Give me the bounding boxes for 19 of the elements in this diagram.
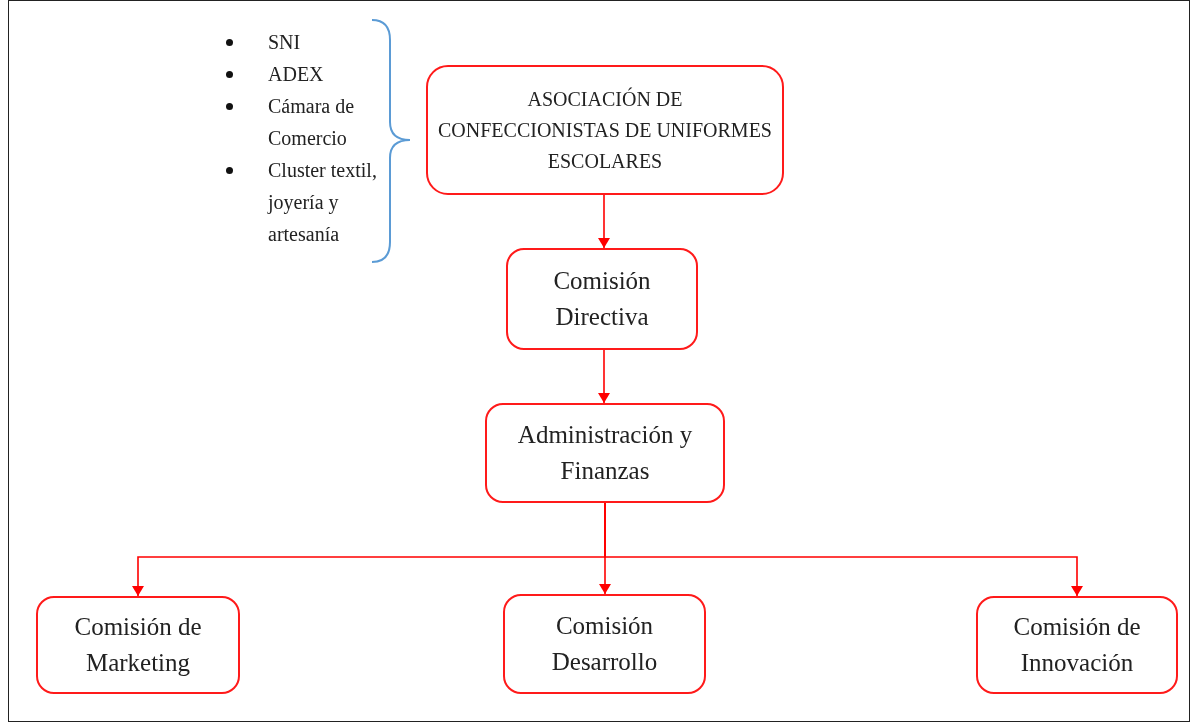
org-box — [36, 596, 240, 694]
list-item: Cámara de Comercio — [268, 94, 356, 151]
arrow — [598, 194, 610, 249]
org-box — [503, 594, 706, 694]
box-text: Comisión Desarrollo — [550, 611, 659, 677]
list-item: ADEX — [268, 62, 325, 87]
arrow — [604, 502, 1083, 597]
org-box — [506, 248, 698, 350]
box-text: Comisión Directiva — [552, 266, 652, 332]
box-text: Administración y Finanzas — [516, 420, 694, 486]
org-box — [976, 596, 1178, 694]
box-text: ASOCIACIÓN DE CONFECCIONISTAS DE UNIFORMES ESCOLARES — [438, 86, 772, 174]
list-item: Cluster textil, joyería y artesanía — [268, 158, 378, 247]
list-item: SNI — [268, 30, 302, 55]
box-text: Comisión de Marketing — [73, 612, 203, 678]
arrow — [598, 349, 610, 404]
org-box — [426, 65, 784, 195]
org-box — [485, 403, 725, 503]
box-text: Comisión de Innovación — [1012, 612, 1142, 678]
